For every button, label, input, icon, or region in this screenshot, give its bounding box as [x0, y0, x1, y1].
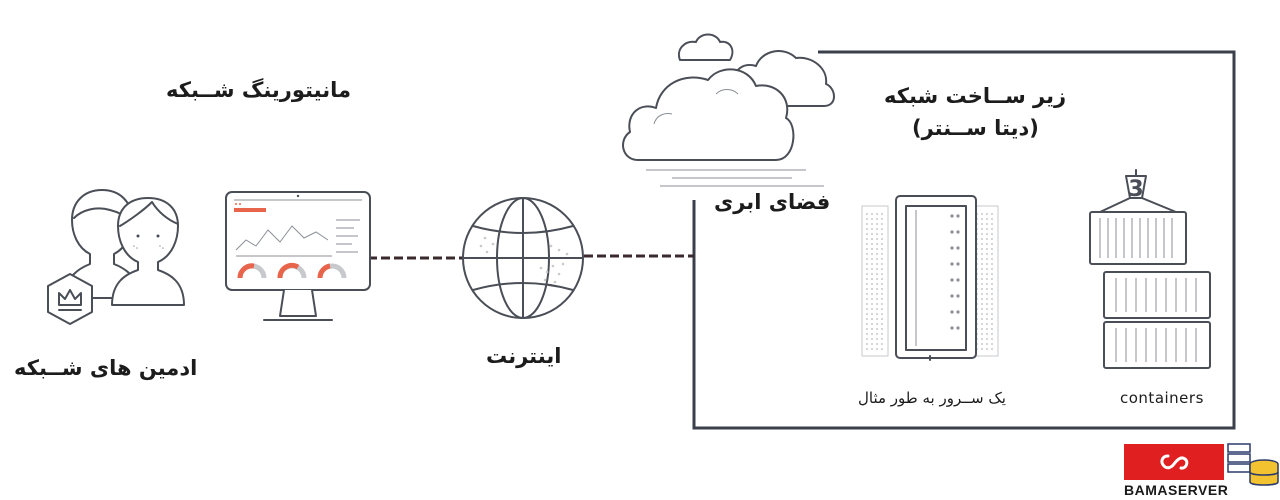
- infrastructure-label-line2: (دیتا ســنتر): [912, 116, 1039, 140]
- internet-label: اینترنت: [486, 344, 562, 368]
- internet-globe-icon: [462, 197, 584, 319]
- containers-label: containers: [1120, 389, 1204, 407]
- infrastructure-label-line1: زیر ســاخت شبکه: [884, 84, 1067, 108]
- bamaserver-logo: BAMASERVER: [1124, 442, 1280, 500]
- server-rack-icon: [861, 195, 999, 361]
- cloud-space-label: فضای ابری: [714, 190, 831, 214]
- monitoring-monitor-icon: [225, 191, 371, 321]
- logo-link-icon: [1160, 454, 1189, 470]
- server-example-label: یک ســرور به طور مثال: [858, 389, 1006, 407]
- containers-icon: 3: [1089, 169, 1211, 369]
- network-admins-icon: [47, 189, 185, 325]
- svg-text:3: 3: [1128, 177, 1143, 202]
- bamaserver-logo-red-block: [1124, 444, 1224, 480]
- bamaserver-wordmark: BAMASERVER: [1124, 482, 1229, 498]
- network-admins-label: ادمین های شــبکه: [14, 356, 198, 380]
- cloud-space-icon: [622, 33, 835, 187]
- network-monitoring-label: مانیتورینگ شــبکه: [166, 78, 351, 102]
- logo-server-db-icon: [1227, 443, 1279, 486]
